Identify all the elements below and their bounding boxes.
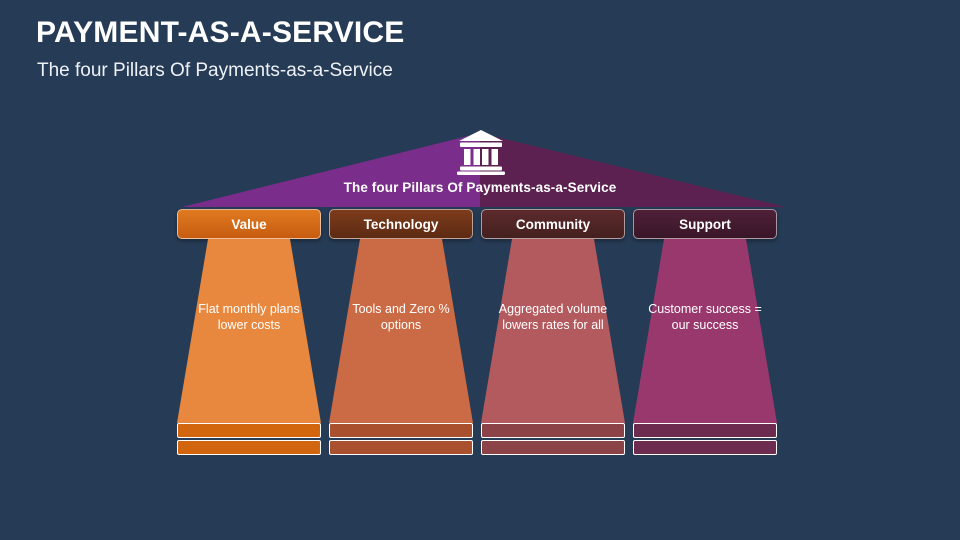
pillar-shaft-value	[177, 239, 321, 423]
pillar-base-bottom-value	[177, 440, 321, 455]
pillar-shaft-technology	[329, 239, 473, 423]
roof-right-half	[480, 133, 786, 207]
pillar-shaft-community	[481, 239, 625, 423]
pillar-base-top-community	[481, 423, 625, 438]
pillar-base-top-value	[177, 423, 321, 438]
pillar-community[interactable]: Community Aggregated volume lowers rates…	[481, 209, 625, 455]
pillar-value[interactable]: Value Flat monthly plans lower costs	[177, 209, 321, 455]
pillar-title-community: Community	[515, 216, 591, 232]
pillar-cap-technology[interactable]: Technology	[329, 209, 473, 239]
pillar-cap-community[interactable]: Community	[481, 209, 625, 239]
pillar-shaft-support	[633, 239, 777, 423]
pillar-title-value: Value	[231, 216, 267, 232]
pillar-title-support: Support	[679, 216, 731, 232]
pillar-cap-support[interactable]: Support	[633, 209, 777, 239]
pillar-base-bottom-community	[481, 440, 625, 455]
pillar-base-bottom-technology	[329, 440, 473, 455]
pillar-title-technology: Technology	[363, 216, 439, 232]
page-title: PAYMENT-AS-A-SERVICE	[36, 16, 405, 49]
roof-left-half	[182, 133, 480, 207]
pyramid-roof	[0, 128, 960, 212]
pillar-technology[interactable]: Technology Tools and Zero % options	[329, 209, 473, 455]
pillar-support[interactable]: Support Customer success = our success	[633, 209, 777, 455]
pillar-base-bottom-support	[633, 440, 777, 455]
page-subtitle: The four Pillars Of Payments-as-a-Servic…	[37, 60, 393, 81]
bank-icon	[456, 129, 506, 175]
pillar-cap-value[interactable]: Value	[177, 209, 321, 239]
pillar-base-top-support	[633, 423, 777, 438]
pillar-base-top-technology	[329, 423, 473, 438]
roof-shape	[182, 133, 786, 207]
